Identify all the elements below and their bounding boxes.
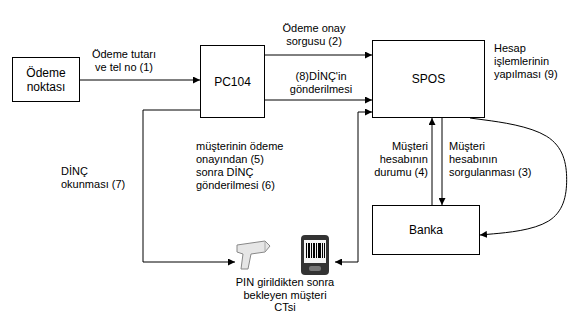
phone-illustration (235, 234, 335, 276)
connector-arrow (335, 112, 372, 262)
edge-label: Hesap işlemlerinin yapılması (9) (493, 42, 575, 81)
device-caption: PIN girildikten sonra bekleyen müşteri C… (235, 276, 335, 314)
process-box: Banka (372, 205, 480, 255)
connector-arrow (432, 118, 433, 205)
process-box: PC104 (200, 45, 265, 118)
box-label: Banka (409, 223, 443, 237)
edge-label: Ödeme onay sorgusu (2) (278, 22, 350, 48)
phone-device: PIN girildikten sonra bekleyen müşteri C… (235, 234, 335, 314)
connector-arrow (80, 80, 200, 81)
edge-label: Müşteri hesabının sorgulanması (3) (448, 140, 534, 179)
connector-arrow (442, 118, 443, 205)
edge-label: Ödeme tutarı ve tel no (1) (84, 48, 164, 74)
connector-arrow (265, 55, 372, 56)
edge-label: müşterinin ödeme onayından (5) sonra DİN… (195, 140, 292, 192)
box-label: PC104 (214, 75, 251, 89)
edge-label: DİNÇ okunması (7) (60, 165, 138, 191)
box-label: SPOS (412, 72, 445, 86)
edge-label: (8)DİNÇ'in gönderilmesi (270, 70, 372, 96)
process-box: SPOS (372, 40, 485, 118)
box-label: Ödeme noktası (18, 66, 74, 94)
connector-arrow (265, 100, 372, 101)
edge-label: Müşteri hesabının durumu (4) (365, 140, 429, 179)
process-box: Ödeme noktası (12, 57, 80, 102)
